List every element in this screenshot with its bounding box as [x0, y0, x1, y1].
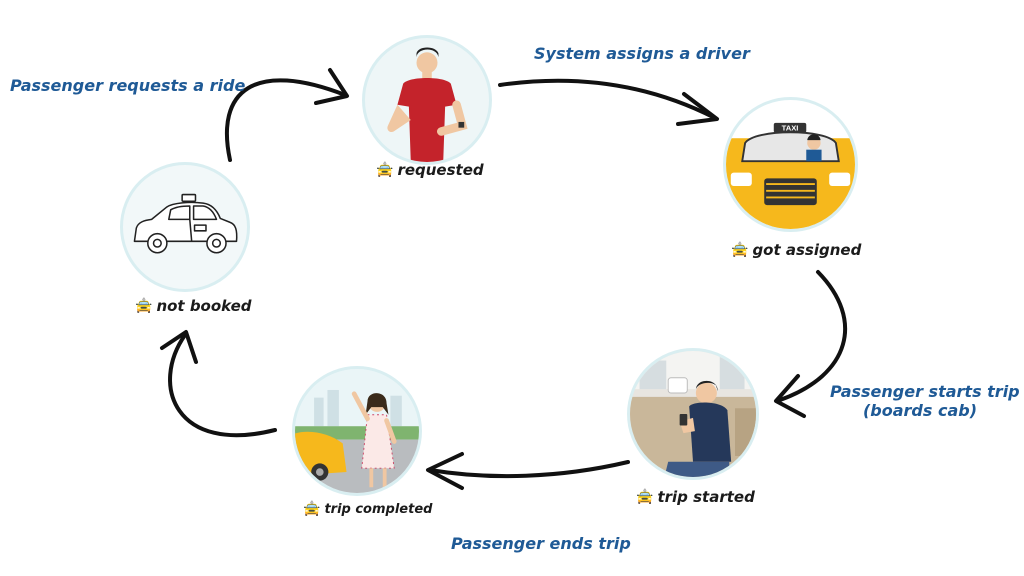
arrow-start: [778, 270, 848, 402]
arrow-assign-head: [676, 92, 719, 126]
arrow-reset: [168, 333, 277, 438]
state-trip-started-label: 🚖 trip started: [636, 488, 755, 506]
outline-taxi-icon: [133, 193, 238, 254]
state-got-assigned-label: 🚖 got assigned: [731, 241, 861, 259]
state-trip-completed-label: 🚖 trip completed: [303, 501, 432, 517]
arrow-end-head: [426, 452, 464, 490]
arrow-end: [428, 460, 630, 479]
state-requested-illustration: [362, 35, 492, 165]
transition-assign-label: System assigns a driver: [534, 44, 750, 63]
transition-start-line1: Passenger starts trip: [830, 382, 1020, 401]
transition-start-label: Passenger starts trip (boards cab): [830, 382, 1020, 420]
state-requested-text: requested: [397, 161, 484, 179]
arrow-reset-head: [160, 330, 198, 364]
taxi-sign-text: TAXI: [782, 124, 799, 133]
arrow-request-head: [314, 68, 349, 105]
man-checking-watch-icon: [387, 47, 468, 162]
woman-waving-taxi-icon: [295, 369, 419, 493]
state-trip-completed-illustration: [292, 366, 422, 496]
state-not-booked-illustration: [120, 162, 250, 292]
state-trip-started-illustration: [627, 348, 759, 480]
state-got-assigned-text: got assigned: [752, 241, 862, 259]
taxi-with-driver-icon: TAXI: [726, 122, 855, 229]
state-not-booked-label: 🚖 not booked: [135, 297, 252, 315]
passenger-in-cab-icon: [630, 351, 756, 477]
taxi-emoji-icon: 🚖: [636, 489, 654, 505]
state-trip-completed-text: trip completed: [324, 501, 433, 517]
taxi-emoji-icon: 🚖: [135, 298, 153, 314]
transition-start-line2: (boards cab): [862, 401, 978, 420]
transition-end-label: Passenger ends trip: [451, 534, 631, 553]
state-not-booked-text: not booked: [156, 297, 252, 315]
transition-request-label: Passenger requests a ride: [10, 76, 246, 95]
taxi-emoji-icon: 🚖: [303, 501, 321, 517]
state-requested-label: 🚖 requested: [376, 161, 484, 179]
state-trip-started-text: trip started: [657, 488, 755, 506]
arrow-request: [224, 78, 347, 162]
state-got-assigned-illustration: TAXI: [723, 97, 858, 232]
arrow-start-head: [774, 374, 806, 418]
taxi-emoji-icon: 🚖: [731, 242, 749, 258]
arrow-assign: [498, 78, 717, 120]
taxi-emoji-icon: 🚖: [376, 162, 394, 178]
